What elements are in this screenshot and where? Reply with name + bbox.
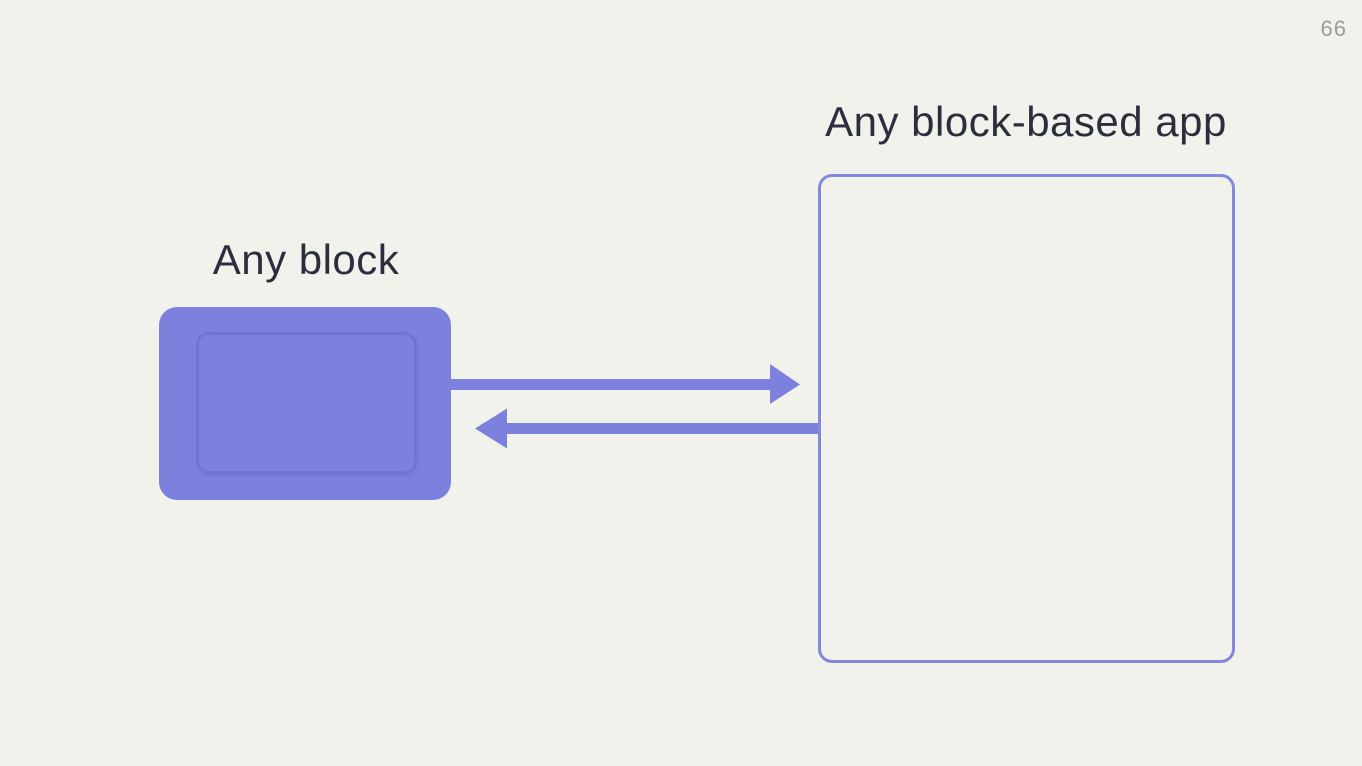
app-rect [818, 174, 1235, 663]
arrow-left-head-icon [475, 408, 507, 449]
arrow-right [450, 364, 800, 404]
arrow-right-shaft [450, 379, 772, 390]
arrows [450, 364, 818, 449]
app-rect-label: Any block-based app [825, 98, 1227, 145]
arrow-left-shaft [505, 423, 818, 434]
arrow-right-head-icon [770, 364, 800, 404]
page-number: 66 [1320, 16, 1347, 41]
block-label: Any block [212, 236, 400, 283]
block-inner-rect [196, 332, 417, 474]
block-rect [159, 307, 451, 500]
arrow-left [475, 408, 818, 449]
